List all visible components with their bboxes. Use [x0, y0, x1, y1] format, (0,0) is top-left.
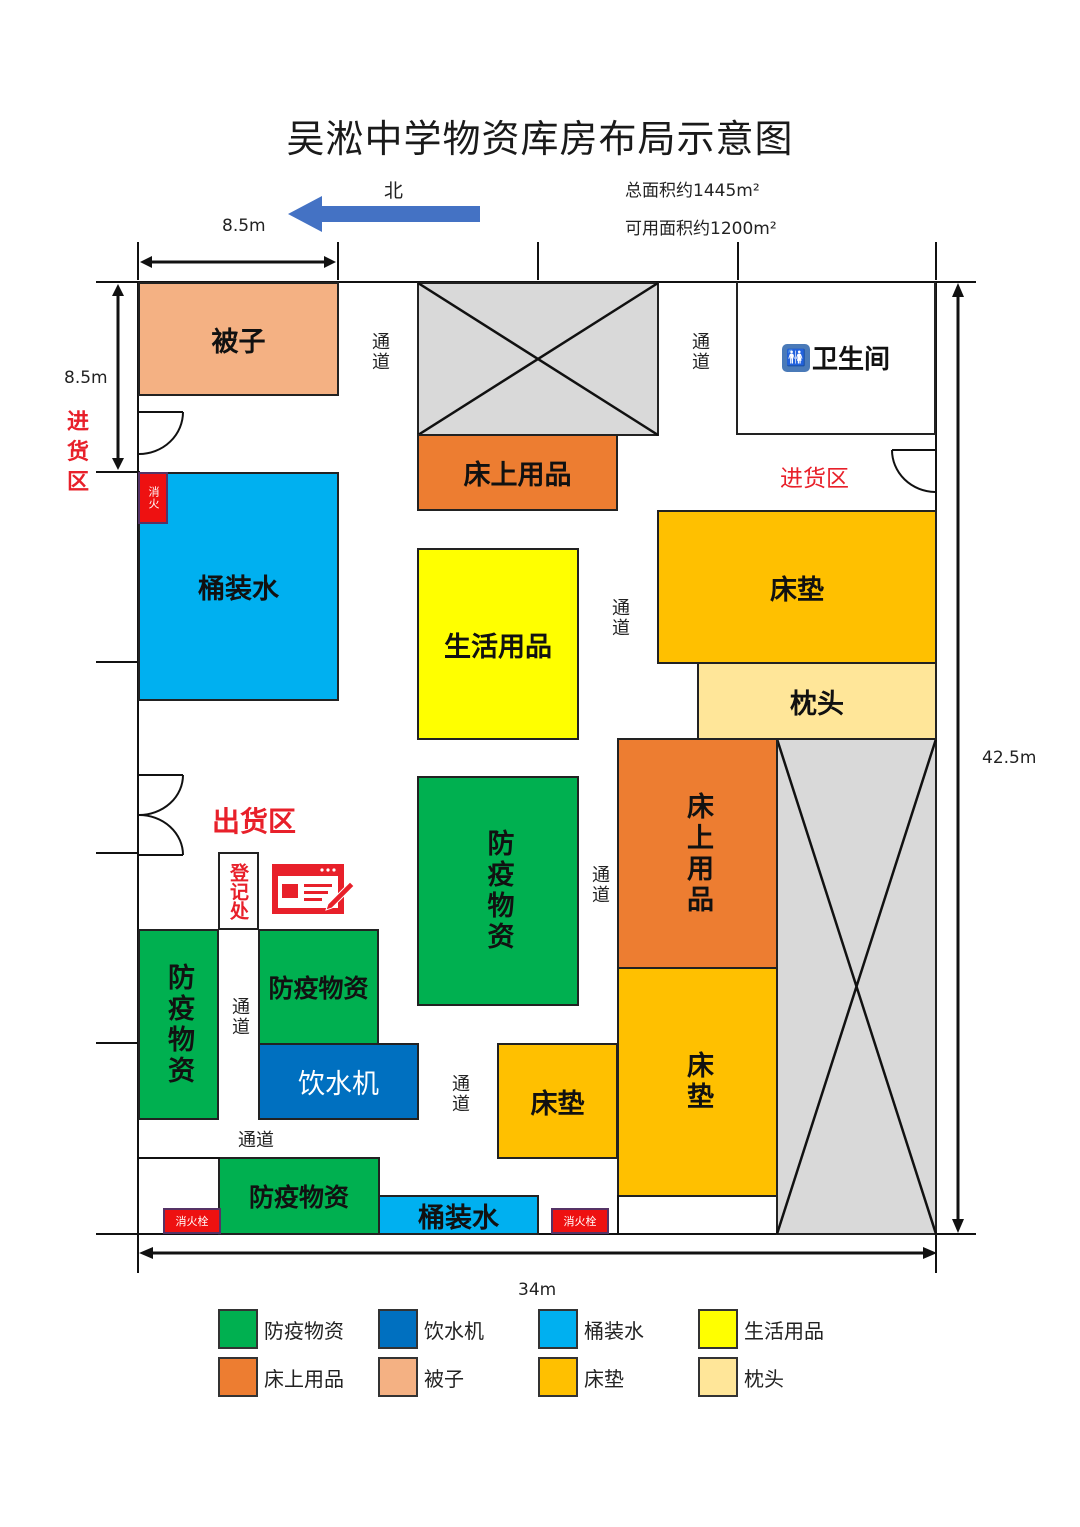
legend-item: 生活用品: [698, 1309, 858, 1349]
fire-extinguisher: 消火: [138, 472, 168, 524]
block-mattress-tall: 床垫: [617, 967, 778, 1197]
total-area: 总面积约1445m²: [625, 181, 760, 201]
blocked-area-right: [776, 738, 937, 1235]
fire-hydrant-left: 消火栓: [163, 1208, 221, 1234]
aisle-label: 通道: [689, 332, 710, 372]
legend-swatch: [538, 1357, 578, 1397]
legend-swatch: [698, 1309, 738, 1349]
aisle-label: 通道: [449, 1074, 470, 1114]
aisle-label: 通道: [589, 865, 610, 905]
right-dimension-arrow: [952, 283, 964, 1233]
registration-form-icon: [272, 864, 355, 914]
inbound-zone-right: 进货区: [780, 466, 849, 492]
wall-tick: [96, 1042, 138, 1044]
page-title: 吴淞中学物资库房布局示意图: [286, 117, 794, 161]
block-quilts: 被子: [138, 282, 339, 396]
aisle-divider: [138, 1157, 220, 1159]
block-water-bottom: 桶装水: [378, 1195, 539, 1235]
outbound-zone: 出货区: [212, 805, 297, 838]
aisle-label: 通道: [609, 598, 630, 638]
double-door-icon: [138, 774, 184, 856]
legend-item: 枕头: [698, 1357, 858, 1397]
legend-item: 防疫物资: [218, 1309, 378, 1349]
dim-top-width: 8.5m: [222, 216, 266, 236]
legend-item: 饮水机: [378, 1309, 538, 1349]
legend-swatch: [218, 1357, 258, 1397]
block-epidemic-mid: 防疫物资: [258, 929, 379, 1045]
inbound-zone-left: 进货区: [66, 410, 89, 495]
left-dimension-lines: [96, 281, 140, 473]
legend-item: 桶装水: [538, 1309, 698, 1349]
dim-overall-width: 34m: [518, 1280, 557, 1300]
block-epidemic-center: 防疫物资: [417, 776, 579, 1006]
block-daily-goods: 生活用品: [417, 548, 579, 740]
legend-swatch: [698, 1357, 738, 1397]
top-dimension-lines: [137, 242, 937, 280]
block-bedding-top: 床上用品: [417, 434, 618, 511]
legend-swatch: [378, 1309, 418, 1349]
block-water-left: 桶装水: [138, 472, 339, 701]
block-mattress-right: 床垫: [657, 510, 937, 664]
block-epidemic-bottom: 防疫物资: [218, 1157, 380, 1235]
block-epidemic-left: 防疫物资: [138, 929, 219, 1120]
block-mattress-small: 床垫: [497, 1043, 618, 1159]
legend-item: 床上用品: [218, 1357, 378, 1397]
block-dispenser: 饮水机: [258, 1043, 419, 1120]
block-bedding-right: 床上用品: [617, 738, 778, 969]
wall-tick: [96, 661, 138, 663]
aisle-divider: [617, 1195, 619, 1235]
dim-overall-height: 42.5m: [982, 748, 1037, 768]
restroom-label: 卫生间: [811, 345, 890, 375]
north-arrow-icon: [288, 196, 480, 232]
door-icon: [891, 449, 936, 493]
door-icon: [138, 411, 184, 455]
restroom: 🚻 卫生间: [736, 282, 936, 435]
blocked-area-top: [417, 282, 659, 436]
fire-hydrant-right: 消火栓: [551, 1208, 609, 1234]
registration-desk: 登记处: [218, 852, 259, 930]
legend-swatch: [538, 1309, 578, 1349]
west-wall: [137, 281, 139, 1273]
legend-item: 被子: [378, 1357, 538, 1397]
legend-item: 床垫: [538, 1357, 698, 1397]
usable-area: 可用面积约1200m²: [625, 219, 777, 239]
restroom-icon: 🚻: [781, 343, 810, 372]
aisle-label: 通道: [238, 1130, 274, 1151]
bottom-dimension-arrow: [139, 1247, 937, 1259]
wall-tick: [96, 852, 138, 854]
legend-swatch: [218, 1309, 258, 1349]
aisle-label: 通道: [229, 997, 250, 1037]
dim-left-height: 8.5m: [64, 368, 108, 388]
legend: 防疫物资 饮水机 桶装水 生活用品 床上用品 被子 床垫 枕头: [218, 1309, 878, 1397]
legend-swatch: [378, 1357, 418, 1397]
north-label: 北: [384, 180, 404, 202]
aisle-label: 通道: [369, 332, 390, 372]
block-pillows: 枕头: [697, 662, 937, 740]
